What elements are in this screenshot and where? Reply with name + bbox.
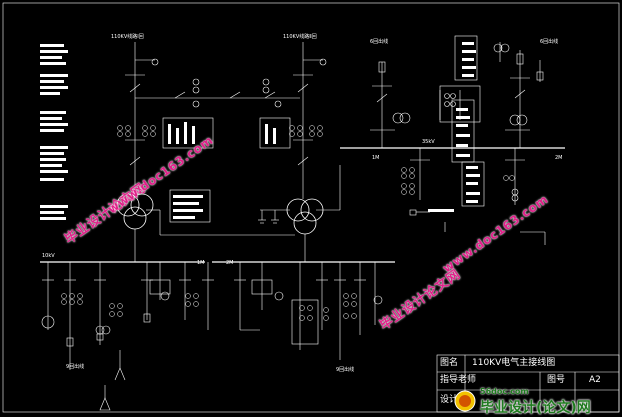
label-bus-10kv: 10kV bbox=[42, 253, 55, 259]
label-incoming-line-2: 110KV线路Ⅱ回 bbox=[283, 34, 317, 40]
feeders-35kv bbox=[370, 42, 544, 205]
main-transformer-t2 bbox=[286, 198, 324, 235]
label-outgoing-10kv-right: 9回出线 bbox=[336, 367, 355, 373]
stamp-logo-icon bbox=[454, 390, 476, 412]
label-outgoing-35kv-right: 6回出线 bbox=[540, 39, 559, 45]
label-bus-35kv: 35kV bbox=[422, 139, 435, 145]
label-bus-35-1m: 1M bbox=[372, 155, 380, 161]
label-incoming-line-1: 110KV线路Ⅰ回 bbox=[111, 34, 144, 40]
stamp-site: 56doc.com bbox=[480, 387, 529, 396]
title-block-design-label: 设计 bbox=[440, 395, 459, 405]
feeders-10kv bbox=[41, 262, 383, 411]
current-transformer-groups bbox=[117, 125, 323, 137]
busbar-sections-vertical bbox=[168, 122, 276, 144]
legend-blocks-right bbox=[173, 42, 480, 219]
label-outgoing-10kv-left: 9回出线 bbox=[66, 364, 85, 370]
ct-groups-10kv bbox=[61, 293, 357, 321]
title-block-drawing-no-label: 图号 bbox=[547, 375, 566, 385]
label-outgoing-35kv-left: 6回出线 bbox=[370, 39, 389, 45]
stamp-text: 毕业设计(论文)网 bbox=[480, 400, 591, 416]
incoming-lines-110kv bbox=[125, 42, 327, 185]
label-bus-10-1m: 1M bbox=[197, 260, 205, 266]
title-block-name-value: 110KV电气主接线图 bbox=[472, 358, 556, 368]
title-block-advisor-label: 指导老师 bbox=[440, 375, 477, 385]
title-block-drawing-no-value: A2 bbox=[589, 375, 601, 385]
legend-boxes bbox=[162, 35, 485, 223]
ct-groups-35kv bbox=[401, 167, 515, 195]
label-bus-35-2m: 2M bbox=[555, 155, 563, 161]
title-block-name-label: 图名 bbox=[440, 358, 459, 368]
drawing-frame bbox=[2, 2, 620, 413]
legend-blocks-left bbox=[40, 44, 68, 220]
label-bus-10-2m: 2M bbox=[226, 260, 234, 266]
transformer-links bbox=[134, 165, 546, 262]
site-stamp: 56doc.com 毕业设计(论文)网 bbox=[452, 386, 620, 416]
